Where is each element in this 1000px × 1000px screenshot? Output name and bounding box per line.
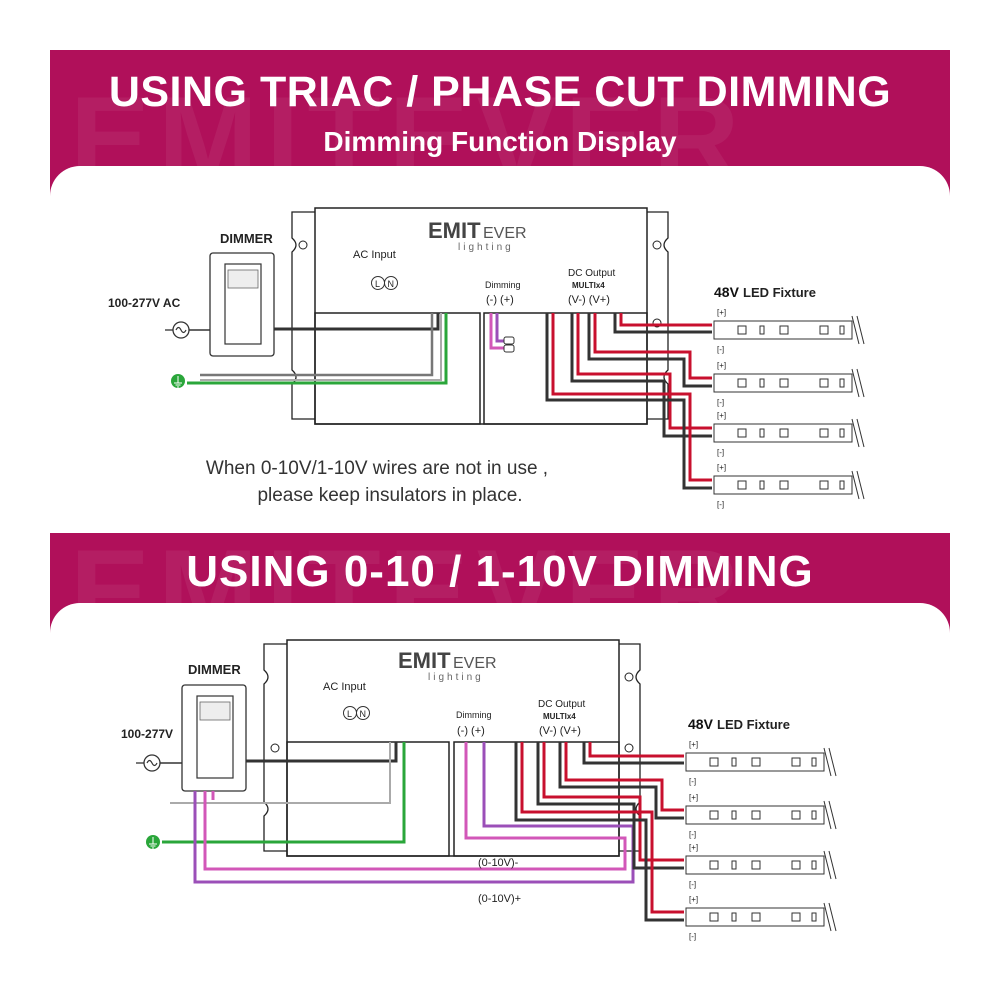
led-strips: [+] [-] [+] [-] [+] [-] [+] [713, 308, 865, 509]
section1-subtitle: Dimming Function Display [323, 126, 677, 157]
svg-text:N: N [388, 279, 395, 289]
dimming-wire-neg [203, 742, 627, 871]
brand-logo: EMIT [398, 648, 451, 673]
ac-compartment [314, 312, 481, 425]
dimmer-label: DIMMER [188, 662, 241, 677]
dimming-terminals: (-) (+) [486, 294, 514, 306]
svg-text:[-]: [-] [717, 448, 724, 457]
led-strip: [+] [-] [685, 740, 837, 786]
mounting-ear-left [263, 643, 287, 852]
mount-hole [270, 743, 280, 753]
led-strip: [+] [-] [685, 793, 837, 839]
mounting-ear-right [619, 643, 641, 852]
brand-logo-sub: lighting [428, 672, 484, 683]
n-terminal-mark [356, 706, 370, 720]
dimming-terminals: (-) (+) [457, 725, 485, 737]
wire-pos-label: (0-10V)+ [478, 893, 521, 905]
dimmer-label: DIMMER [220, 231, 273, 246]
brand-logo: EMIT [428, 218, 481, 243]
dimming-wire-pos [495, 313, 505, 343]
svg-text:[-]: [-] [689, 830, 696, 839]
insulator-cap [503, 344, 515, 353]
svg-text:[+]: [+] [689, 843, 698, 852]
section1-banner: EMITEVER USING TRIAC / PHASE CUT DIMMING… [50, 50, 950, 196]
dc-output-wires [514, 742, 684, 922]
led-strip: [+] [-] [685, 843, 837, 889]
svg-text:N: N [360, 709, 367, 719]
dimming-label: Dimming [456, 710, 492, 720]
ac-compartment [286, 741, 450, 857]
n-terminal-mark [384, 276, 398, 290]
wire-neg-label: (0-10V)- [478, 857, 519, 869]
led-strip: [+] [-] [713, 411, 865, 457]
ac-input-label: AC Input [323, 681, 366, 693]
brand-logo-ever: EVER [453, 655, 497, 672]
dc-terminals: (V-) (V+) [539, 725, 581, 737]
led-strip: [+] [-] [713, 361, 865, 407]
dc-output-label: DC Output [538, 699, 585, 710]
dc-output-wires [545, 313, 712, 490]
svg-text:L: L [375, 279, 380, 289]
svg-text:[+]: [+] [717, 361, 726, 370]
section2-diagram: EMIT EVER lighting AC Input L N Dimming … [121, 639, 837, 941]
ground-wire [162, 742, 406, 844]
svg-text:[-]: [-] [717, 500, 724, 509]
led-strip: [+] [-] [713, 463, 865, 509]
dc-terminals: (V-) (V+) [568, 294, 610, 306]
mounting-ear-right [647, 211, 669, 420]
section1-title: USING TRIAC / PHASE CUT DIMMING [108, 68, 892, 116]
svg-text:[+]: [+] [689, 740, 698, 749]
svg-text:[+]: [+] [717, 463, 726, 472]
svg-text:[+]: [+] [689, 793, 698, 802]
svg-text:[+]: [+] [717, 308, 726, 317]
ac-input-label: AC Input [353, 249, 396, 261]
svg-text:[-]: [-] [717, 345, 724, 354]
svg-text:[+]: [+] [689, 895, 698, 904]
led-strip: [+] [-] [685, 895, 837, 941]
ground-wire [187, 313, 448, 385]
fixture-label: LED Fixture [717, 717, 790, 732]
fixture-label: LED Fixture [743, 285, 816, 300]
svg-text:[-]: [-] [689, 777, 696, 786]
note-line-1: When 0-10V/1-10V wires are not in use , [206, 458, 548, 479]
dc-compartment [483, 312, 648, 425]
wire-line [274, 313, 440, 331]
section1-diagram: EMIT EVER lighting AC Input L N Dimming … [108, 207, 865, 509]
fixture-voltage: 48V [688, 716, 714, 732]
svg-text:[+]: [+] [717, 411, 726, 420]
section2-title: USING 0-10 / 1-10V DIMMING [186, 547, 814, 596]
note-line-2: please keep insulators in place. [257, 485, 522, 506]
mount-hole [652, 240, 662, 250]
led-strips: [+] [-] [+] [-] [+] [-] [+] [685, 740, 837, 941]
voltage-label: 100-277V [121, 727, 173, 741]
dimming-label: Dimming [485, 280, 521, 290]
dc-output-label: DC Output [568, 268, 615, 279]
voltage-label: 100-277V AC [108, 296, 181, 310]
dimming-wire-neg [489, 313, 505, 350]
driver-body [314, 207, 648, 425]
brand-logo-sub: lighting [458, 242, 514, 253]
insulator-cap [503, 336, 515, 345]
mount-hole [298, 240, 308, 250]
svg-text:[-]: [-] [689, 932, 696, 941]
led-strip: [+] [-] [713, 308, 865, 354]
wire-line [246, 742, 398, 763]
svg-text:[-]: [-] [689, 880, 696, 889]
section2-banner: EMITEVER USING 0-10 / 1-10V DIMMING [50, 533, 950, 633]
mount-hole [624, 672, 634, 682]
multi-label: MULTIx4 [572, 281, 605, 290]
svg-text:L: L [347, 709, 352, 719]
multi-label: MULTIx4 [543, 712, 576, 721]
fixture-voltage: 48V [714, 284, 740, 300]
brand-logo-ever: EVER [483, 225, 527, 242]
mount-hole [624, 743, 634, 753]
svg-text:[-]: [-] [717, 398, 724, 407]
